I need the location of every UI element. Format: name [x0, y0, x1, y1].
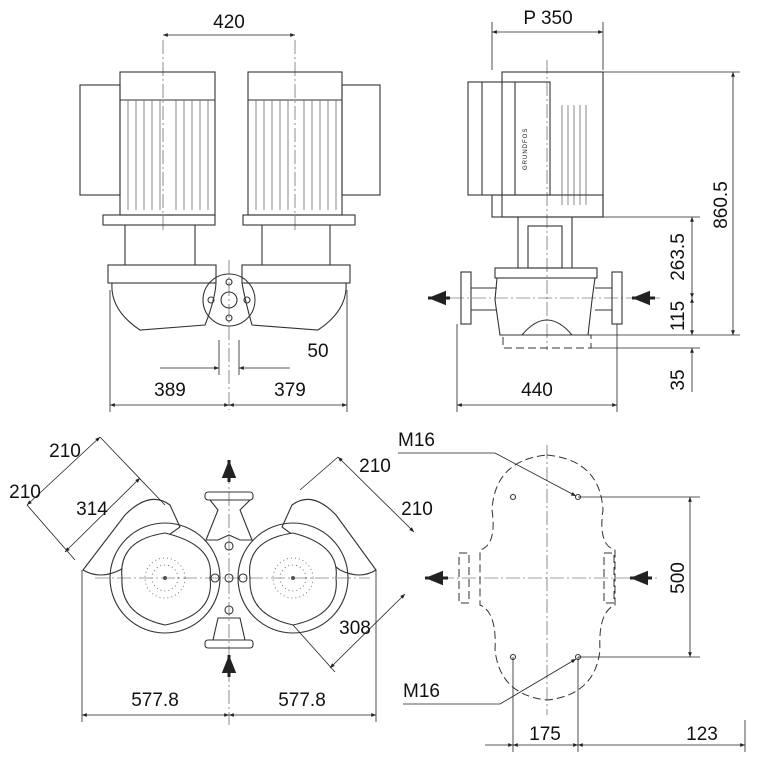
front-view: 420 50 389 379 — [79, 12, 381, 412]
dim-left-a1: 210 — [49, 441, 81, 462]
base-view: M16 M16 500 175 123 — [398, 430, 746, 752]
dim-left-width: 389 — [154, 380, 186, 401]
dim-left-a3: 314 — [76, 499, 108, 520]
dim-hole-offset: 175 — [529, 724, 561, 745]
dim-motor-spacing: 420 — [213, 12, 245, 33]
dim-edge-offset: 123 — [686, 724, 718, 745]
grundfos-logo: GRUNDFOS — [523, 128, 529, 170]
dim-right-b3: 308 — [339, 618, 371, 639]
top-view: 210 210 314 210 210 308 577.8 577.8 — [9, 436, 433, 725]
dim-right-width: 577.8 — [278, 690, 326, 711]
dim-right-b1: 210 — [359, 456, 391, 477]
dim-port-to-port: 440 — [521, 380, 553, 401]
dim-motor-diameter: P 350 — [523, 8, 572, 29]
dim-right-width: 379 — [274, 380, 306, 401]
dim-port-height: 115 — [668, 301, 689, 331]
dim-right-b2: 210 — [401, 499, 433, 520]
dim-offset: 50 — [307, 341, 328, 362]
dim-coupling-height: 263.5 — [668, 233, 689, 281]
dim-hole-spacing: 500 — [668, 562, 689, 594]
bolt-label-bottom: M16 — [403, 681, 440, 702]
dim-left-a2: 210 — [9, 482, 41, 503]
bolt-label-top: M16 — [398, 430, 435, 451]
right-motor — [241, 71, 381, 331]
dim-left-width: 577.8 — [131, 690, 179, 711]
dim-base-height: 35 — [668, 369, 689, 390]
dim-total-height: 860.5 — [711, 181, 732, 229]
left-motor — [79, 71, 217, 331]
side-view: GRUNDFOS P 350 860.5 263.5 115 — [428, 8, 740, 412]
